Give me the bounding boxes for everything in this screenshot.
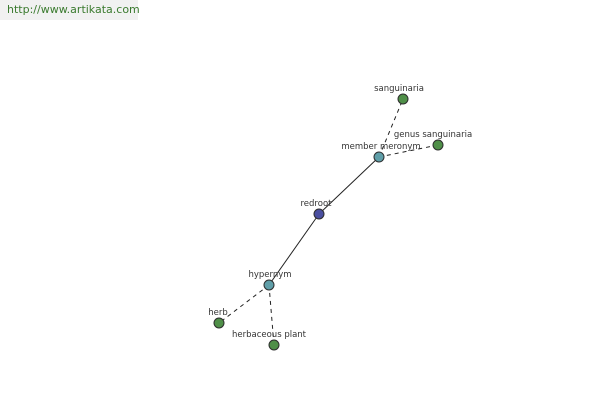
node-member-meronym[interactable] [373,151,385,163]
node-herbaceous-plant[interactable] [268,339,280,351]
node-label-herb[interactable]: herb [208,308,228,318]
node-redroot[interactable] [313,208,325,220]
edge-redroot-to-hypernym [268,213,320,286]
edge-member-meronym-to-sanguinaria [378,98,404,158]
edge-member-meronym-to-genus-sanguinaria [378,144,439,158]
edge-hypernym-to-herbaceous-plant [268,284,275,346]
node-hypernym[interactable] [263,279,275,291]
graph-edges [218,98,439,346]
node-label-sanguinaria[interactable]: sanguinaria [374,84,424,94]
node-label-member-meronym[interactable]: member meronym [341,142,420,152]
graph-nodes [213,93,444,351]
watermark-text: http://www.artikata.com [7,3,140,16]
node-label-redroot[interactable]: redroot [301,199,333,209]
graph-labels: redroot member meronym hypernym sanguinaria… [208,84,472,340]
node-label-genus-sanguinaria[interactable]: genus sanguinaria [394,130,472,140]
node-label-hypernym[interactable]: hypernym [248,270,291,280]
node-genus-sanguinaria[interactable] [432,139,444,151]
node-label-herbaceous-plant[interactable]: herbaceous plant [232,330,307,340]
node-herb[interactable] [213,317,225,329]
edge-hypernym-to-herb [218,284,270,324]
edge-redroot-to-member-meronym [318,156,380,215]
node-sanguinaria[interactable] [397,93,409,105]
artikata-watermark-link[interactable]: http://www.artikata.com [0,0,140,20]
